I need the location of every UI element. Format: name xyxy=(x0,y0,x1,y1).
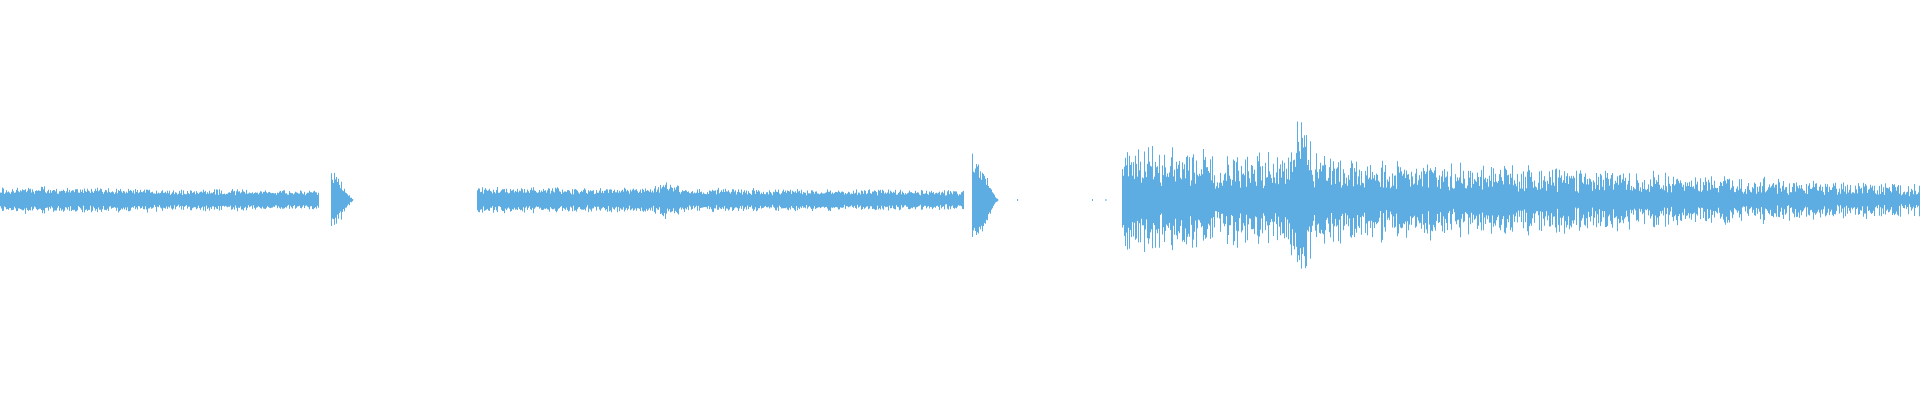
waveform-trace xyxy=(0,121,1920,269)
waveform-path-group xyxy=(0,121,1920,269)
